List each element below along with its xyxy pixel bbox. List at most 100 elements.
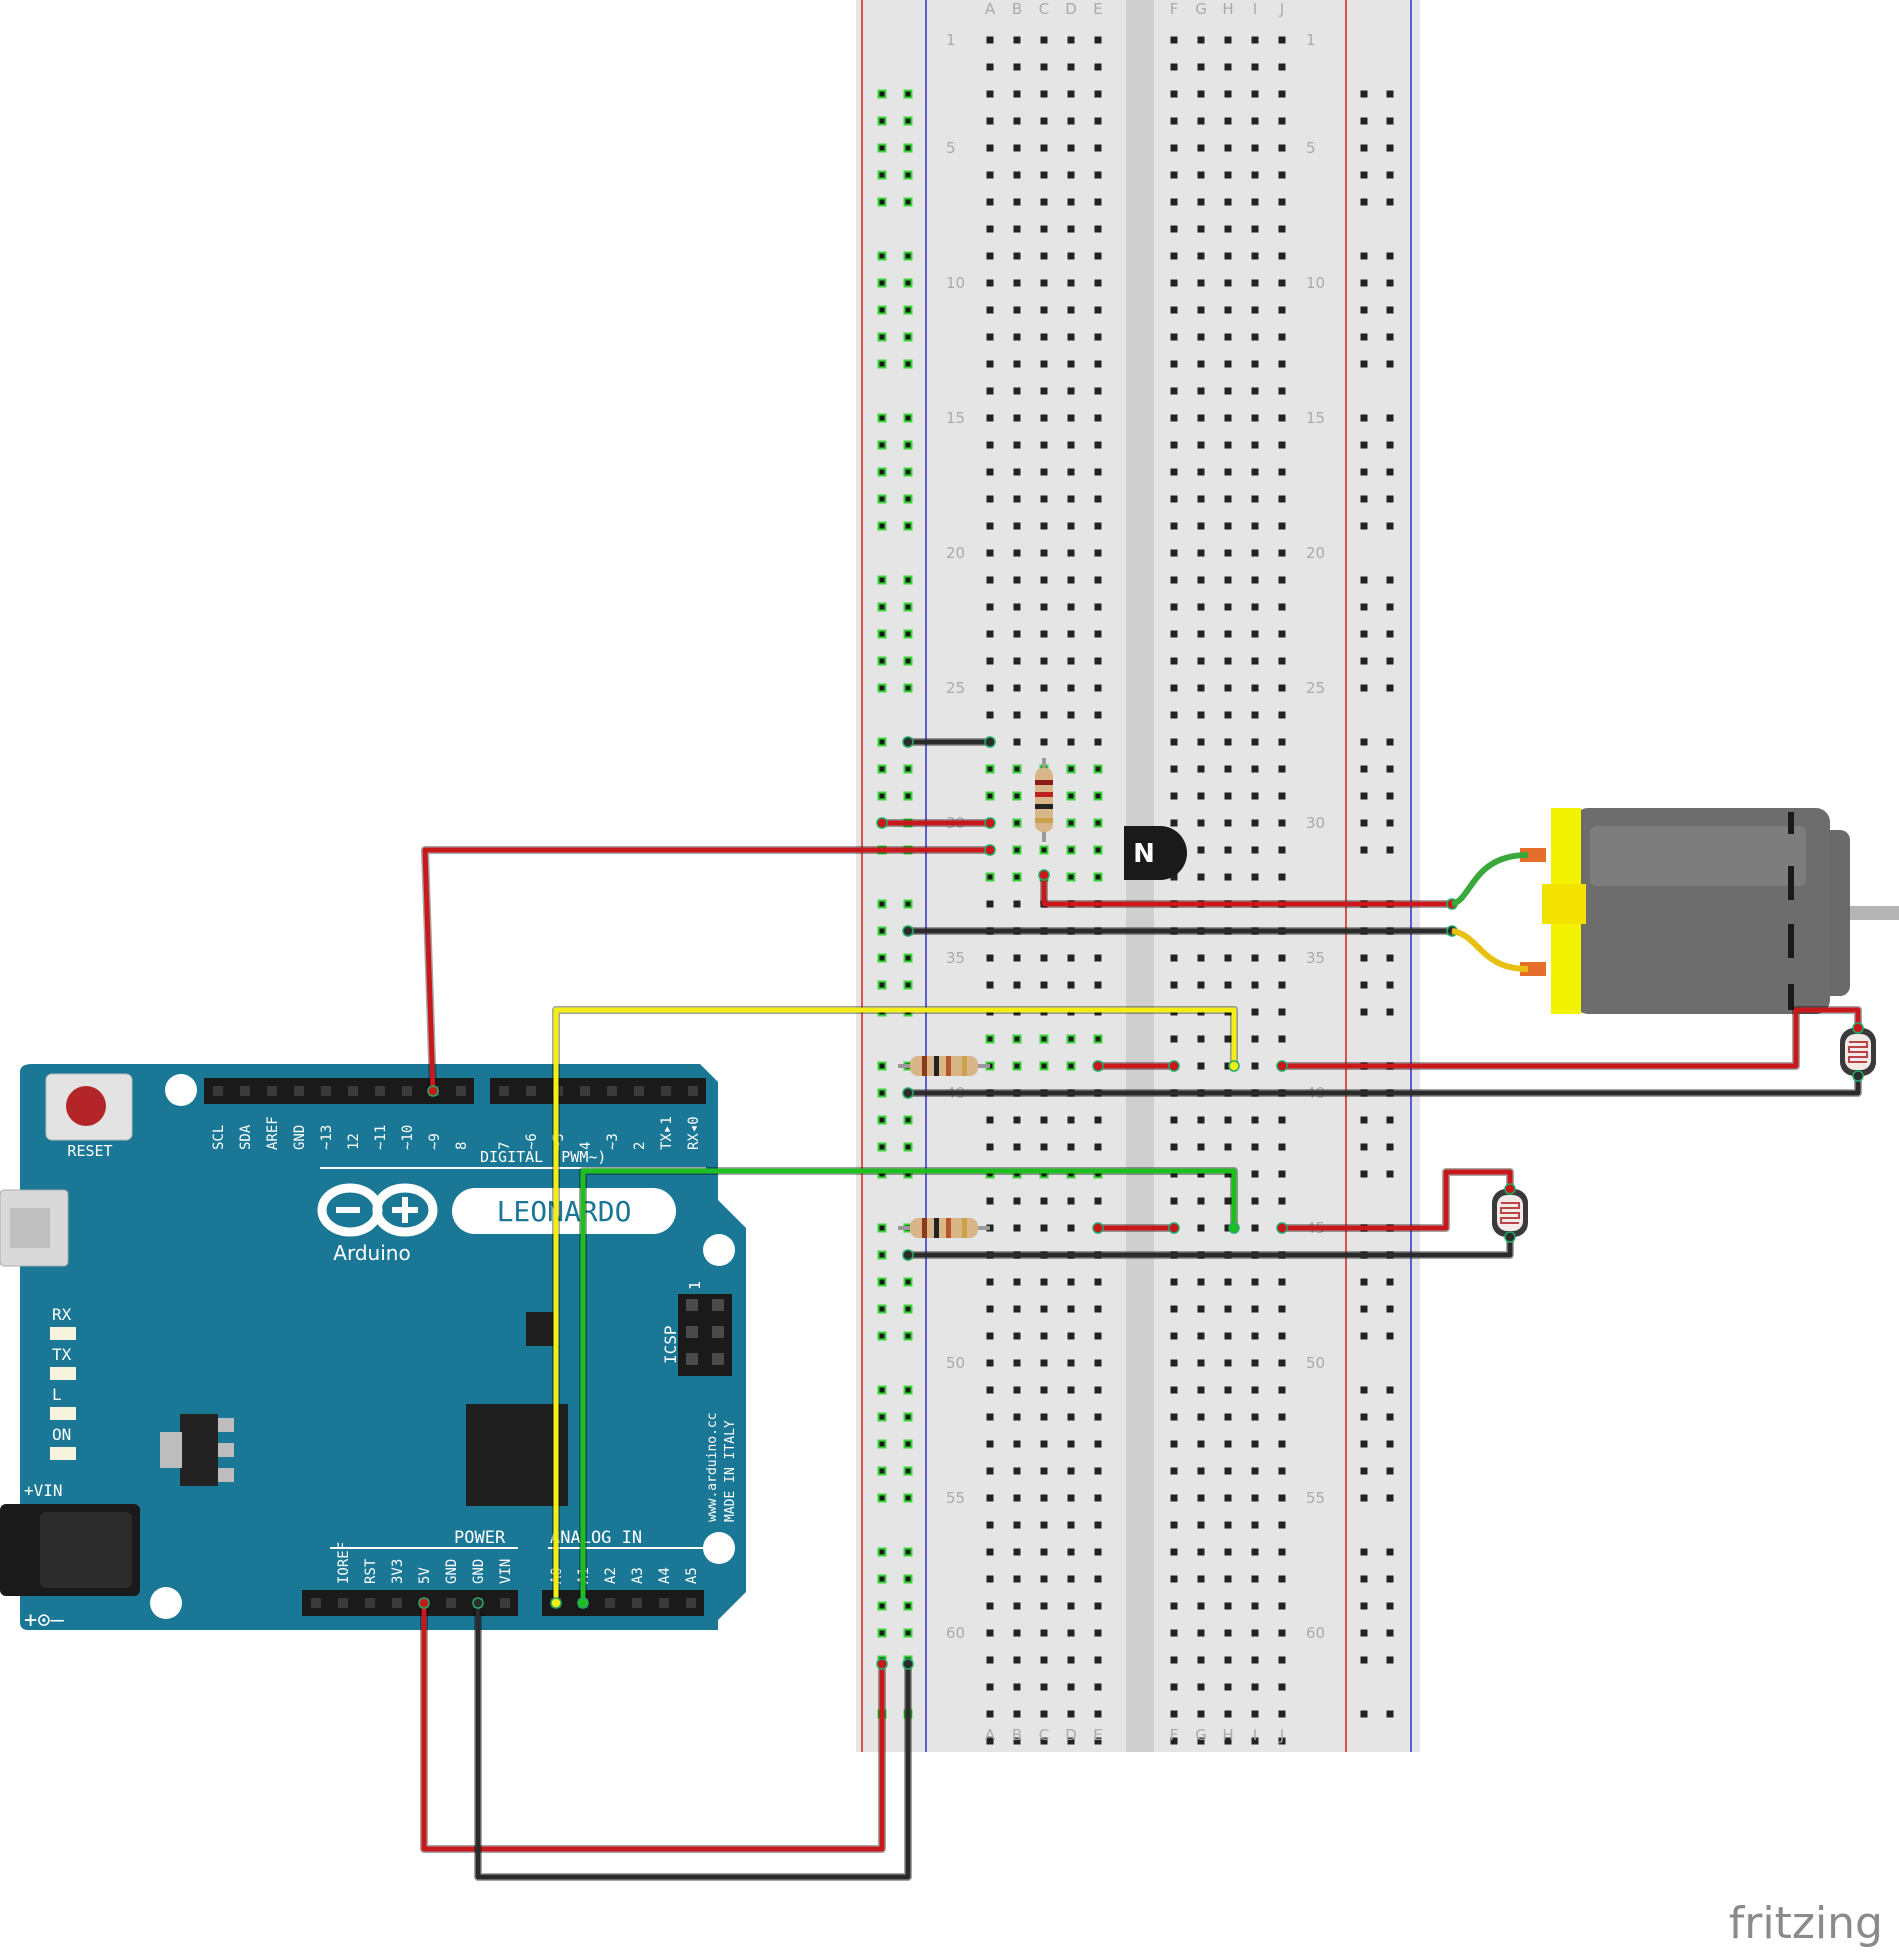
breadboard-hole[interactable]	[1067, 603, 1075, 611]
breadboard-hole[interactable]	[1251, 1170, 1259, 1178]
breadboard-hole[interactable]	[1251, 1062, 1259, 1070]
breadboard-hole[interactable]	[1170, 765, 1178, 773]
icsp-pin[interactable]	[712, 1299, 724, 1311]
breadboard-hole[interactable]	[1251, 684, 1259, 692]
power-rail-hole[interactable]	[903, 251, 913, 261]
breadboard-hole[interactable]	[1040, 1656, 1048, 1664]
breadboard-hole[interactable]	[1224, 792, 1232, 800]
power-rail-hole[interactable]	[1386, 630, 1394, 638]
power-rail-hole[interactable]	[877, 1115, 887, 1125]
breadboard-hole[interactable]	[1278, 117, 1286, 125]
breadboard-hole[interactable]	[1040, 549, 1048, 557]
power-rail-hole[interactable]	[1386, 657, 1394, 665]
power-rail-hole[interactable]	[1386, 1170, 1394, 1178]
power-rail-hole[interactable]	[1386, 1602, 1394, 1610]
wire-a0-signal[interactable]	[553, 1007, 1237, 1606]
breadboard-hole[interactable]	[1197, 1332, 1205, 1340]
icsp-pin[interactable]	[712, 1326, 724, 1338]
power-rail-hole[interactable]	[877, 1250, 887, 1260]
breadboard-hole[interactable]	[1067, 1197, 1075, 1205]
breadboard-hole[interactable]	[1040, 225, 1048, 233]
analog-header[interactable]	[542, 1590, 704, 1616]
breadboard-hole[interactable]	[1197, 630, 1205, 638]
power-rail-hole[interactable]	[1360, 252, 1368, 260]
breadboard-hole[interactable]	[1170, 1386, 1178, 1394]
breadboard-hole[interactable]	[986, 684, 994, 692]
breadboard-hole[interactable]	[1013, 576, 1021, 584]
power-rail-hole[interactable]	[877, 359, 887, 369]
power-rail-hole[interactable]	[1360, 144, 1368, 152]
breadboard-hole[interactable]	[1278, 1467, 1286, 1475]
breadboard-hole[interactable]	[1040, 657, 1048, 665]
header-pin[interactable]	[580, 1086, 590, 1096]
breadboard-hole[interactable]	[1040, 1278, 1048, 1286]
breadboard-hole[interactable]	[1170, 225, 1178, 233]
power-rail-hole[interactable]	[1386, 1494, 1394, 1502]
power-rail-hole[interactable]	[903, 1142, 913, 1152]
breadboard-hole[interactable]	[1170, 1278, 1178, 1286]
power-rail-hole[interactable]	[1386, 1305, 1394, 1313]
breadboard-hole[interactable]	[1012, 791, 1022, 801]
breadboard-hole[interactable]	[1197, 414, 1205, 422]
breadboard-hole[interactable]	[1094, 1386, 1102, 1394]
breadboard-hole[interactable]	[1170, 1737, 1178, 1745]
power-rail-hole[interactable]	[1360, 441, 1368, 449]
breadboard-hole[interactable]	[1067, 1656, 1075, 1664]
breadboard-hole[interactable]	[1278, 765, 1286, 773]
breadboard-hole[interactable]	[1278, 873, 1286, 881]
breadboard-hole[interactable]	[986, 1737, 994, 1745]
power-rail-hole[interactable]	[1386, 198, 1394, 206]
power-rail-hole[interactable]	[877, 305, 887, 315]
breadboard-hole[interactable]	[1094, 1737, 1102, 1745]
breadboard-hole[interactable]	[1093, 872, 1103, 882]
breadboard-hole[interactable]	[1067, 1386, 1075, 1394]
breadboard-hole[interactable]	[1094, 333, 1102, 341]
breadboard-hole[interactable]	[1170, 1413, 1178, 1421]
breadboard-hole[interactable]	[1251, 1521, 1259, 1529]
breadboard-hole[interactable]	[1251, 360, 1259, 368]
breadboard-hole[interactable]	[1013, 495, 1021, 503]
breadboard-hole[interactable]	[1224, 1224, 1232, 1232]
power-rail-hole[interactable]	[903, 305, 913, 315]
breadboard-hole[interactable]	[1197, 981, 1205, 989]
breadboard-hole[interactable]	[1067, 333, 1075, 341]
power-rail-hole[interactable]	[903, 494, 913, 504]
breadboard-hole[interactable]	[1224, 279, 1232, 287]
breadboard-hole[interactable]	[1170, 441, 1178, 449]
breadboard-hole[interactable]	[1170, 1629, 1178, 1637]
breadboard-hole[interactable]	[1251, 1710, 1259, 1718]
power-rail-hole[interactable]	[903, 575, 913, 585]
breadboard-hole[interactable]	[1094, 981, 1102, 989]
breadboard-hole[interactable]	[1094, 1467, 1102, 1475]
breadboard-hole[interactable]	[1197, 1143, 1205, 1151]
breadboard-hole[interactable]	[1224, 657, 1232, 665]
breadboard-hole[interactable]	[1040, 1737, 1048, 1745]
breadboard-hole[interactable]	[1170, 1305, 1178, 1313]
breadboard-hole[interactable]	[1012, 764, 1022, 774]
power-rail-hole[interactable]	[1386, 792, 1394, 800]
power-rail-hole[interactable]	[1360, 198, 1368, 206]
breadboard-hole[interactable]	[1278, 1413, 1286, 1421]
breadboard-hole[interactable]	[1197, 1116, 1205, 1124]
breadboard-hole[interactable]	[1251, 738, 1259, 746]
breadboard-hole[interactable]	[1013, 171, 1021, 179]
power-rail-hole[interactable]	[1386, 306, 1394, 314]
breadboard-hole[interactable]	[1224, 522, 1232, 530]
power-rail-hole[interactable]	[877, 89, 887, 99]
breadboard-hole[interactable]	[1251, 1305, 1259, 1313]
breadboard-hole[interactable]	[1251, 1602, 1259, 1610]
breadboard-hole[interactable]	[1039, 1034, 1049, 1044]
breadboard-hole[interactable]	[1094, 1548, 1102, 1556]
breadboard-hole[interactable]	[1094, 198, 1102, 206]
power-rail-hole[interactable]	[877, 467, 887, 477]
icsp-pin[interactable]	[712, 1353, 724, 1365]
power-rail-hole[interactable]	[877, 1574, 887, 1584]
breadboard-hole[interactable]	[986, 1656, 994, 1664]
power-rail-hole[interactable]	[1360, 1143, 1368, 1151]
breadboard-hole[interactable]	[1039, 1061, 1049, 1071]
power-rail-hole[interactable]	[1386, 1332, 1394, 1340]
power-rail-hole[interactable]	[1386, 1386, 1394, 1394]
power-rail-hole[interactable]	[877, 1223, 887, 1233]
breadboard-hole[interactable]	[1013, 711, 1021, 719]
power-rail-hole[interactable]	[877, 1088, 887, 1098]
